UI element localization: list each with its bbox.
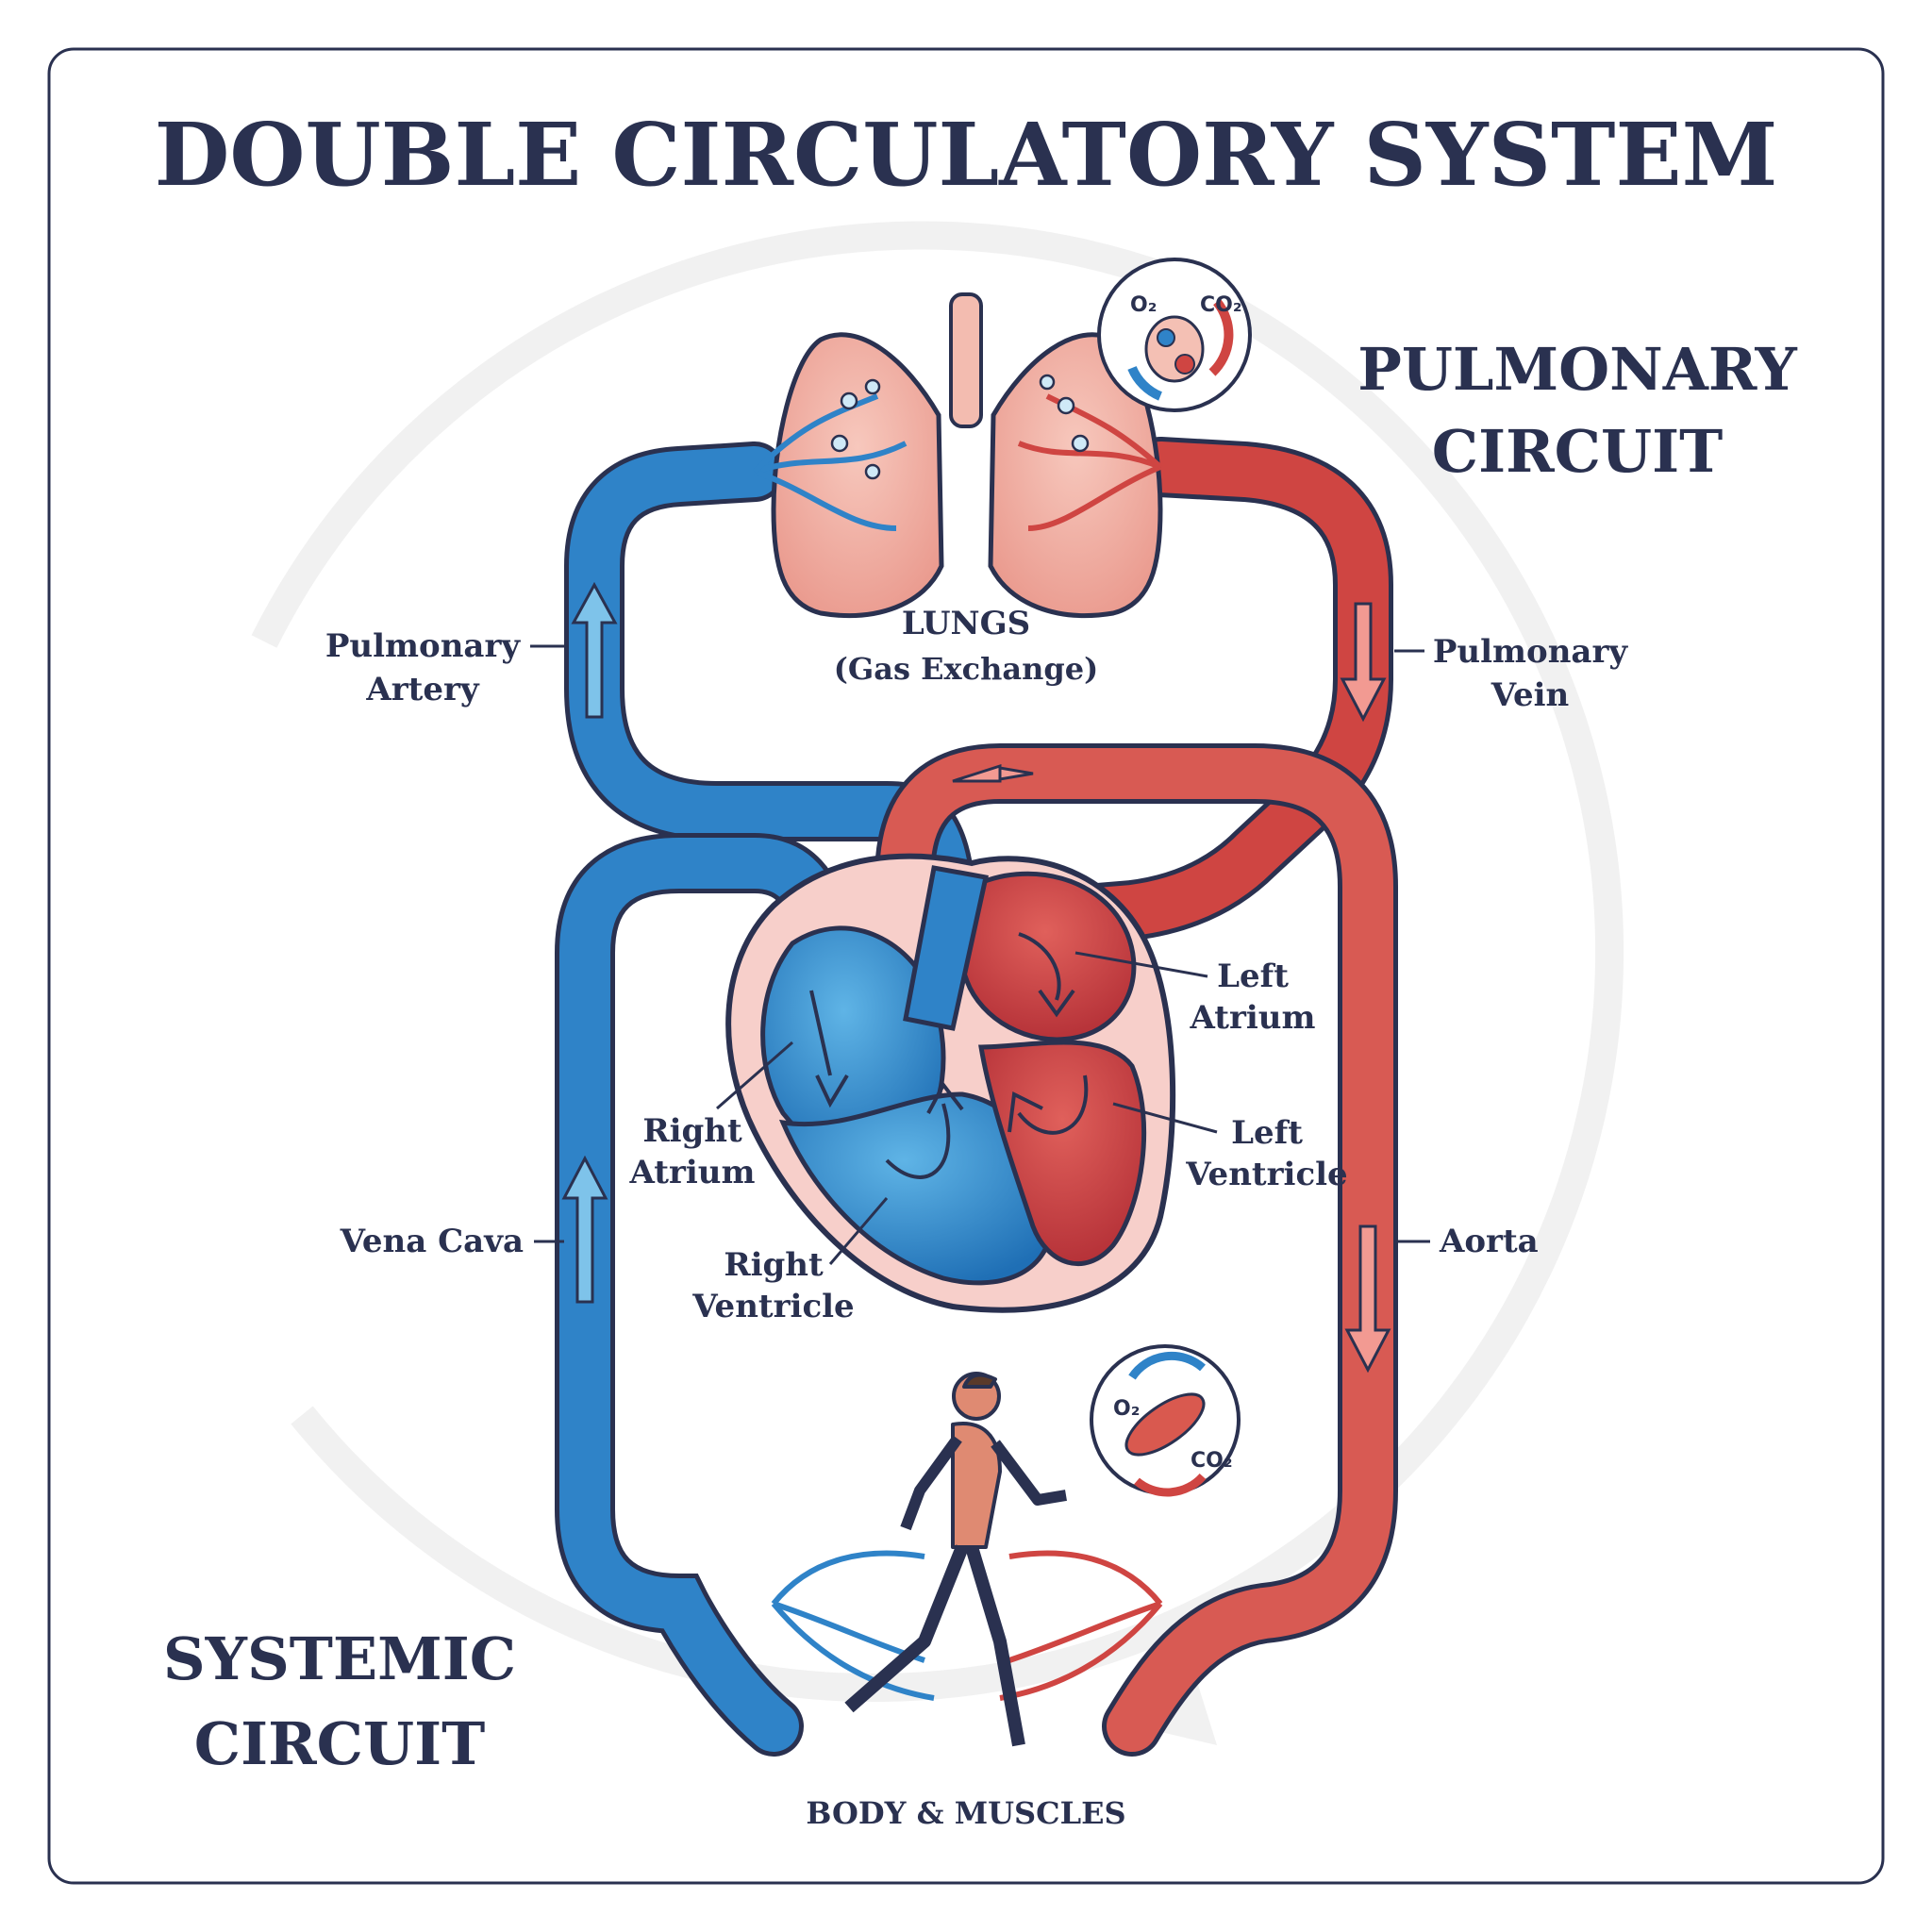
vena-cava-label: Vena Cava bbox=[340, 1223, 524, 1260]
left-atrium-leader bbox=[1074, 951, 1208, 978]
pulmonary-vein-label-line2: Vein bbox=[1491, 676, 1570, 714]
pulmonary-vein-flow-arrow bbox=[1340, 602, 1387, 723]
aorta-flow-arrow bbox=[1344, 1224, 1391, 1374]
pulmonary-trunk bbox=[903, 865, 989, 1031]
muscle-co2-label: CO₂ bbox=[1191, 1449, 1232, 1473]
pulmonary-artery-label: Pulmonary bbox=[325, 627, 522, 665]
vena-cava-flow-arrow bbox=[561, 1155, 608, 1304]
muscle-gas-exchange-inset: O₂ CO₂ bbox=[1090, 1344, 1241, 1497]
pulmonary-artery-flow-arrow bbox=[571, 581, 618, 719]
right-ventricle-leader bbox=[828, 1197, 889, 1265]
right-heart-flow-arrow bbox=[809, 990, 849, 1108]
left-atrium-flow-arrow bbox=[1018, 932, 1075, 1018]
right-lung bbox=[988, 332, 1163, 619]
right-ventricle-label: Right bbox=[724, 1246, 824, 1284]
left-lung bbox=[771, 332, 944, 619]
left-ventricle-flow-arrow bbox=[1008, 1074, 1089, 1135]
systemic-circuit-heading: SYSTEMIC bbox=[163, 1624, 516, 1693]
lungs bbox=[752, 292, 1163, 619]
trachea bbox=[949, 292, 983, 428]
muscle-o2-label: O₂ bbox=[1113, 1397, 1140, 1421]
systemic-circuit-heading-line2: CIRCUIT bbox=[194, 1709, 485, 1778]
heart bbox=[725, 853, 1176, 1313]
aorta-vessel bbox=[874, 743, 1398, 1757]
aorta-label: Aorta bbox=[1439, 1223, 1539, 1260]
pulmonary-vein-label: Pulmonary bbox=[1433, 633, 1629, 671]
right-ventricle-flow-arrow bbox=[885, 1081, 964, 1179]
lung-co2-label: CO₂ bbox=[1200, 293, 1241, 317]
left-atrium-label-line2: Atrium bbox=[1189, 999, 1315, 1037]
body-capillary-network bbox=[771, 1550, 1163, 1701]
pulmonary-circuit-heading-line2: CIRCUIT bbox=[1432, 417, 1723, 486]
left-atrium-label: Left bbox=[1217, 958, 1289, 995]
lungs-label: LUNGS bbox=[902, 605, 1030, 642]
left-ventricle-leader bbox=[1112, 1102, 1218, 1134]
alveolus-gas-exchange-inset: O₂ CO₂ bbox=[1097, 258, 1252, 412]
pulmonary-artery-label-line2: Artery bbox=[365, 671, 480, 708]
right-atrium-label: Right bbox=[642, 1112, 742, 1150]
pulmonary-vein-vessel bbox=[1045, 437, 1393, 945]
right-atrium-leader bbox=[716, 1041, 793, 1110]
aortic-arch-flow-arrow bbox=[952, 763, 1034, 783]
lungs-sublabel: (Gas Exchange) bbox=[834, 651, 1098, 687]
left-ventricle-label: Left bbox=[1231, 1114, 1303, 1152]
right-atrium-label-line2: Atrium bbox=[628, 1154, 755, 1191]
body-muscles-label: BODY & MUSCLES bbox=[806, 1795, 1125, 1831]
running-person-icon bbox=[844, 1372, 1067, 1747]
flow-arrows bbox=[561, 581, 1391, 1374]
right-ventricle-label-line2: Ventricle bbox=[691, 1288, 854, 1325]
diagram-title: DOUBLE CIRCULATORY SYSTEM bbox=[155, 104, 1778, 206]
left-ventricle-label-line2: Ventricle bbox=[1185, 1156, 1347, 1193]
lung-o2-label: O₂ bbox=[1130, 293, 1157, 317]
pulmonary-circuit-heading: PULMONARY bbox=[1357, 335, 1797, 404]
